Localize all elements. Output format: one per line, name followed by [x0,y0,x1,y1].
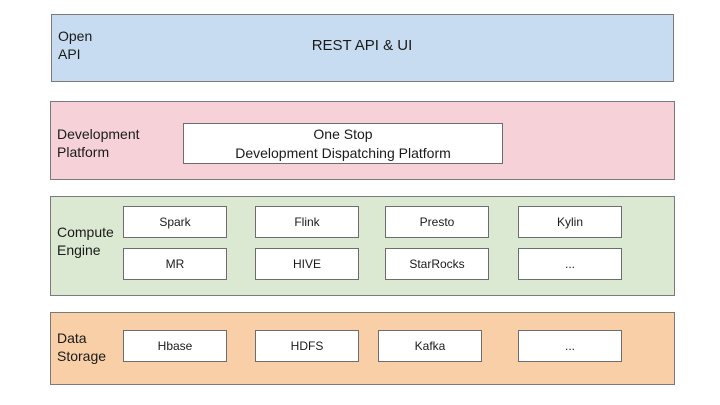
rest-api-ui-text: REST API & UI [311,37,413,54]
hive-box: HIVE [255,248,359,280]
development-dispatching-platform-text: Development Dispatching Platform [235,144,451,161]
mr-box: MR [123,248,227,280]
kafka-box: Kafka [378,330,482,362]
data-storage-layer: Data Storage Hbase HDFS Kafka ... [50,312,675,385]
compute-ellipsis-box: ... [518,248,622,280]
flink-box: Flink [255,206,359,238]
spark-box: Spark [123,206,227,238]
development-platform-label: Development Platform [57,126,140,160]
presto-box: Presto [385,206,489,238]
kylin-box: Kylin [518,206,622,238]
storage-ellipsis-box: ... [518,330,622,362]
open-api-layer: Open API REST API & UI [51,14,674,82]
one-stop-text: One Stop [313,125,373,142]
hdfs-box: HDFS [255,330,359,362]
one-stop-platform-box: One Stop Development Dispatching Platfor… [183,123,503,164]
compute-engine-layer: Compute Engine Spark Flink Presto Kylin … [50,196,675,296]
data-storage-label: Data Storage [57,330,107,364]
hbase-box: Hbase [123,330,227,362]
development-platform-layer: Development Platform One Stop Developmen… [50,101,675,180]
open-api-label: Open API [58,28,93,62]
starrocks-box: StarRocks [385,248,489,280]
compute-engine-label: Compute Engine [57,224,114,258]
